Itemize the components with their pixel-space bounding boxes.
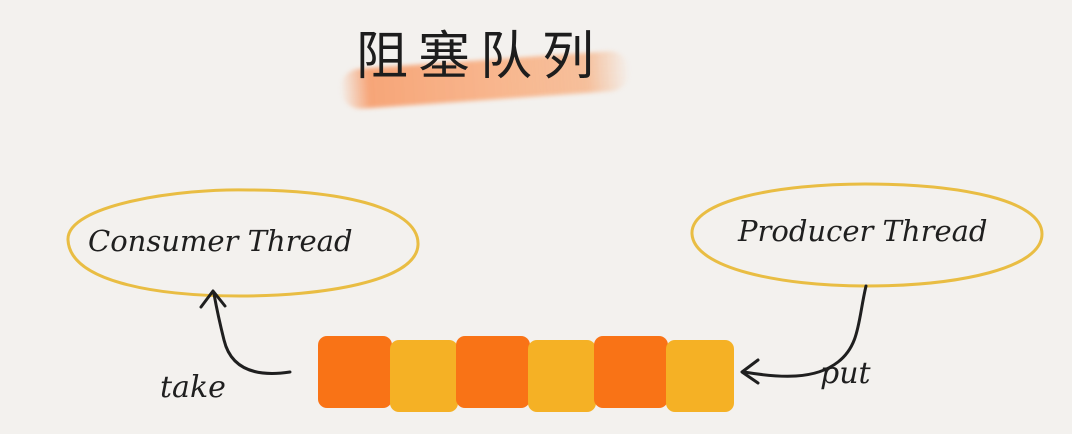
put-arrow (742, 284, 868, 378)
queue-cell (456, 336, 530, 408)
take-label: take (160, 370, 226, 405)
consumer-ellipse (66, 188, 420, 298)
queue-cell (666, 340, 734, 412)
queue-cell (318, 336, 392, 408)
diagram-title: 阻塞队列 (356, 27, 605, 87)
producer-thread-label: Producer Thread (738, 214, 988, 248)
blocking-queue (318, 334, 734, 412)
producer-ellipse (690, 182, 1044, 288)
queue-cell (594, 336, 668, 408)
put-label: put (820, 356, 871, 391)
queue-cell (390, 340, 458, 412)
take-arrow (212, 292, 292, 375)
put-arrowhead (740, 358, 760, 385)
queue-cell (528, 340, 596, 412)
consumer-thread-label: Consumer Thread (88, 224, 353, 258)
title-group: 阻塞队列 (330, 10, 650, 111)
take-arrowhead (199, 289, 227, 309)
